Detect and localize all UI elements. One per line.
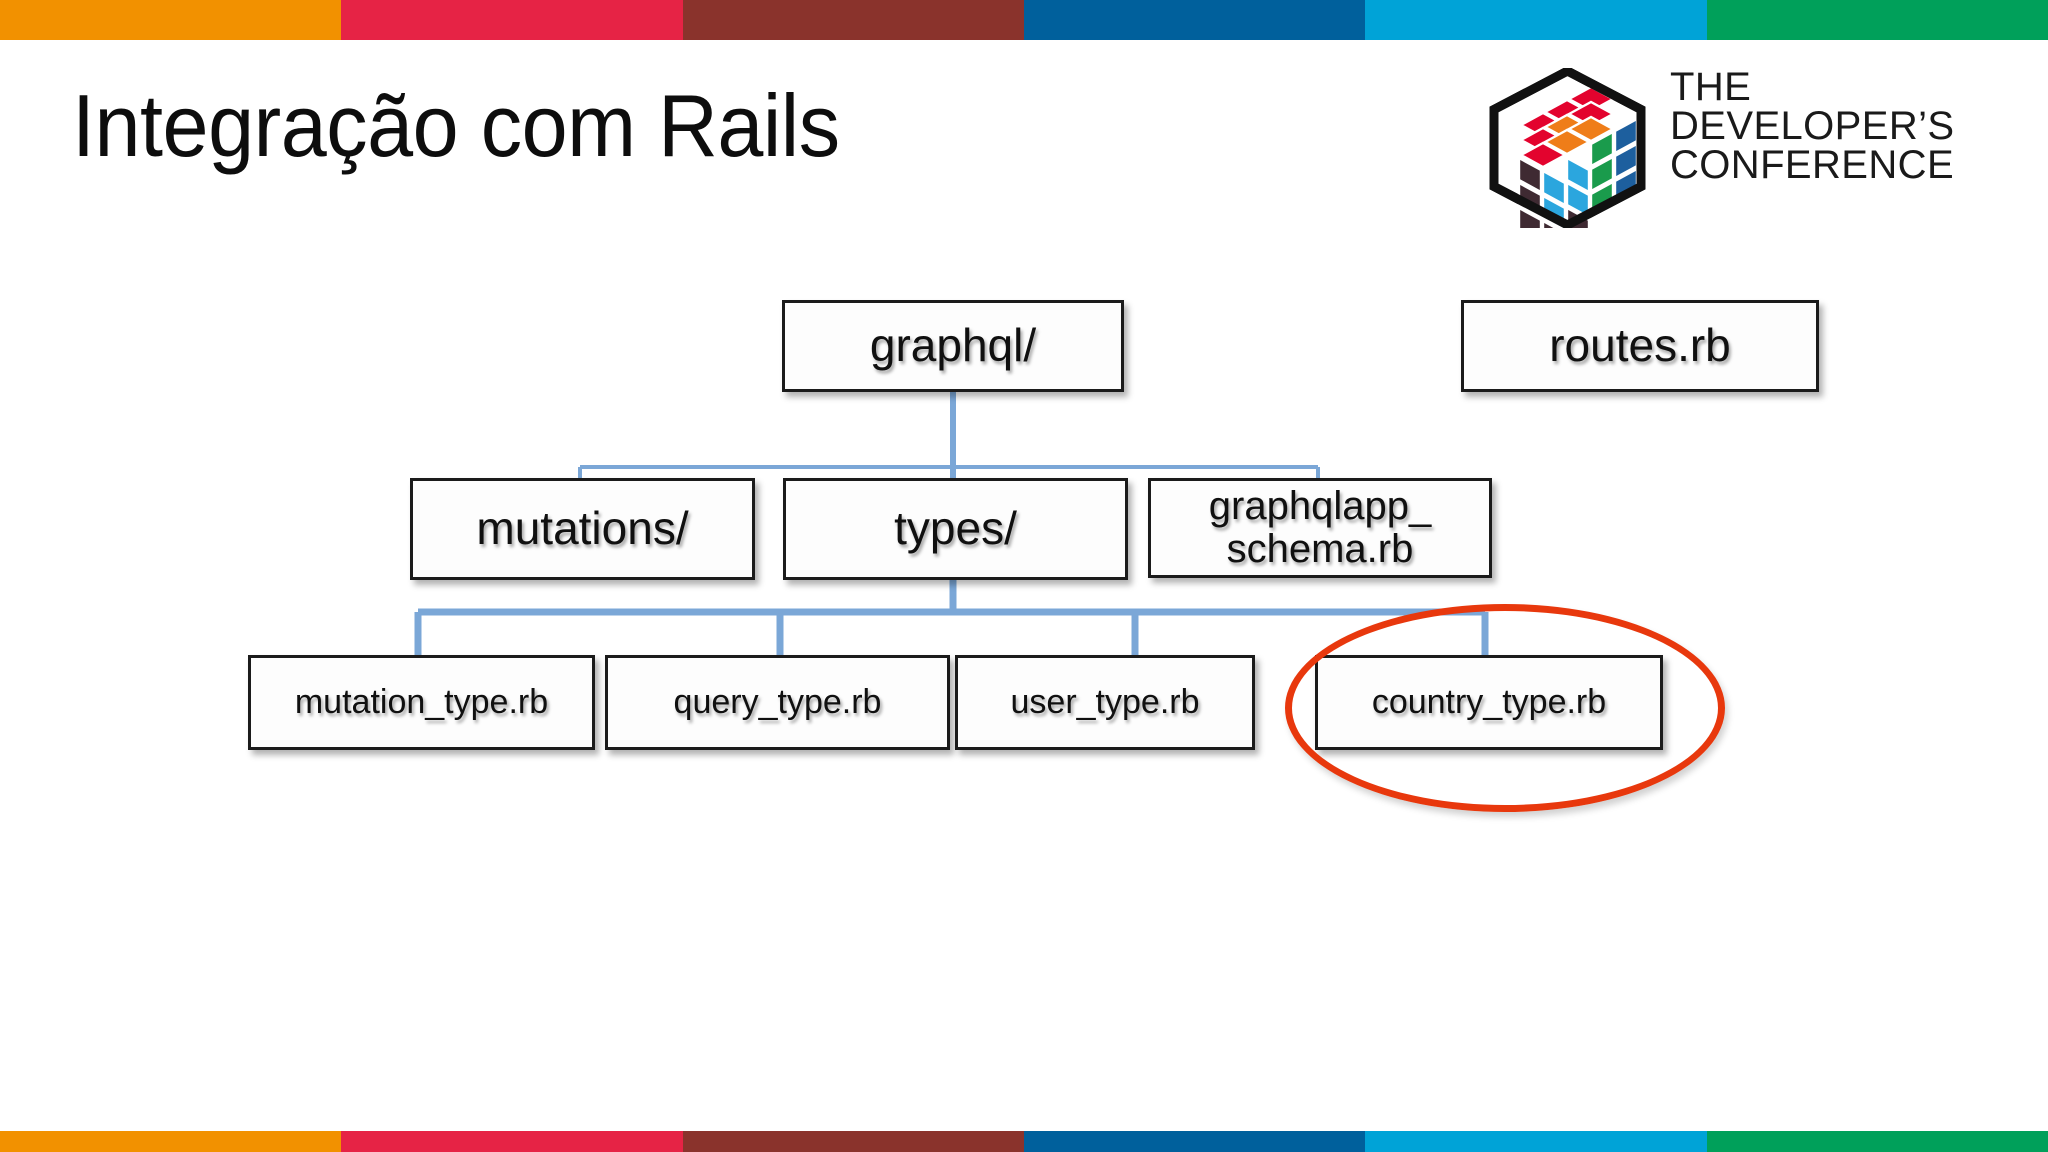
country-type-highlight-ellipse <box>1285 604 1725 812</box>
bottom-bar-segment-2 <box>341 1131 683 1152</box>
node-label: graphqlapp_ schema.rb <box>1208 483 1432 571</box>
top-bar-segment-6 <box>1706 0 2048 40</box>
bottom-bar-segment-1 <box>0 1131 342 1152</box>
node-routes-rb[interactable]: routes.rb <box>1461 300 1819 392</box>
node-label: types/ <box>894 502 1017 555</box>
logo-line-the: THE <box>1670 65 1752 109</box>
bottom-color-bar <box>0 1131 2048 1152</box>
bottom-bar-segment-3 <box>682 1131 1024 1152</box>
bottom-bar-segment-6 <box>1706 1131 2048 1152</box>
node-label: mutations/ <box>476 502 689 555</box>
bottom-bar-segment-4 <box>1023 1131 1366 1152</box>
node-label: routes.rb <box>1549 319 1731 372</box>
top-bar-segment-1 <box>0 0 342 40</box>
tdc-logo: THE DEVELOPER’S CONFERENCE <box>1485 65 2015 258</box>
node-graphql-folder[interactable]: graphql/ <box>782 300 1124 392</box>
node-label: user_type.rb <box>1010 683 1200 722</box>
node-user-type-rb[interactable]: user_type.rb <box>955 655 1255 750</box>
logo-line-developers: DEVELOPER’S <box>1670 104 1955 149</box>
bottom-bar-segment-5 <box>1365 1131 1707 1152</box>
page-title: Integração com Rails <box>72 76 840 175</box>
node-graphqlapp-schema-rb[interactable]: graphqlapp_ schema.rb <box>1148 478 1492 578</box>
top-bar-segment-3 <box>682 0 1024 40</box>
tdc-logo-wordmark: THE DEVELOPER’S CONFERENCE <box>1670 65 2010 188</box>
node-label: mutation_type.rb <box>294 683 549 722</box>
node-query-type-rb[interactable]: query_type.rb <box>605 655 950 750</box>
node-types-folder[interactable]: types/ <box>783 478 1128 580</box>
node-mutation-type-rb[interactable]: mutation_type.rb <box>248 655 595 750</box>
logo-line-conference: CONFERENCE <box>1670 143 1955 188</box>
top-bar-segment-4 <box>1023 0 1366 40</box>
top-color-bar <box>0 0 2048 40</box>
node-label: query_type.rb <box>673 683 882 722</box>
node-label: graphql/ <box>869 319 1037 372</box>
top-bar-segment-5 <box>1365 0 1707 40</box>
top-bar-segment-2 <box>341 0 683 40</box>
tdc-cube-hexagon-icon <box>1485 65 1650 258</box>
node-mutations-folder[interactable]: mutations/ <box>410 478 755 580</box>
